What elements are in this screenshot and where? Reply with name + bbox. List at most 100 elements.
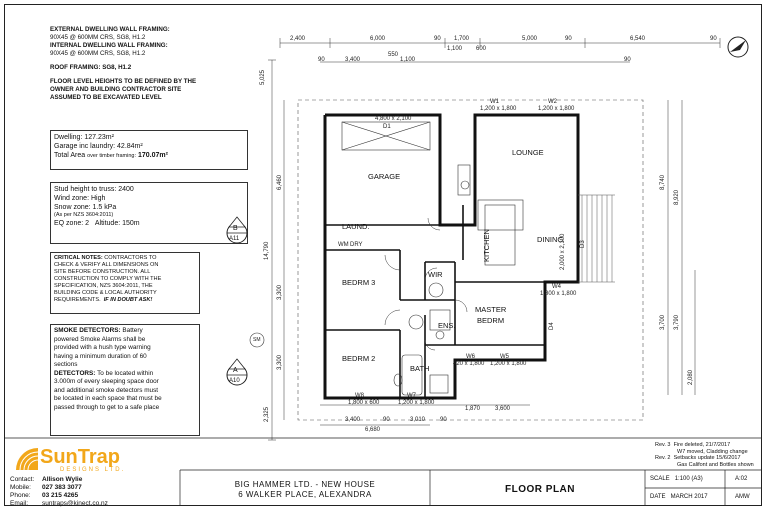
contact-label: Contact: [10,476,35,483]
suntrap-logo-icon [16,448,39,471]
roof-framing: ROOF FRAMING: SG8, H1.2 [50,64,132,71]
floor-note-3: ASSUMED TO BE EXCAVATED LEVEL [50,94,162,101]
critical-warning: IF IN DOUBT ASK! [103,297,153,303]
dim-top2-5: 600 [476,46,487,52]
revision-3: Rev. 3 Fire deleted, 21/7/2017 [655,442,760,449]
rev2-label: Rev. 2 [655,455,671,461]
door-d3-size: 2,000 x 2,100 [560,233,566,270]
rev3-text: Fire deleted, [673,442,705,448]
detectors-title: DETECTORS: [54,369,96,377]
door-swings [384,217,468,351]
project-info: BIG HAMMER LTD. - NEW HOUSE 6 WALKER PLA… [195,480,415,500]
phone-number: 03 215 4265 [42,492,79,499]
drawing-number: A:02 [735,476,748,482]
contact-name: Allison Wylie [42,476,83,483]
room-wir: WIR [428,270,443,279]
dim-top3-3: 90 [565,36,572,42]
floor-note-1: FLOOR LEVEL HEIGHTS TO BE DEFINED BY THE [50,78,197,85]
window-w8-size: 1,800 x 600 [348,400,380,406]
rev3-note: W7 moved, Cladding change [677,448,748,455]
structure-box: Stud height to truss: 2400 Wind zone: Hi… [50,182,248,244]
top-dimension-lines [268,38,721,441]
window-w1-size: 1,200 x 1,800 [480,106,517,112]
window-w4-label: W4 [552,284,561,290]
date-row: DATE MARCH 2017 [650,494,708,500]
detectors-text-5: passed through to get to a safe place [54,403,160,411]
area-summary-box: Dwelling: 127.23m² Garage inc laundry: 4… [50,130,248,170]
section-b-ref: A11 [229,236,240,242]
smoke-text-4: having a minimum duration of 60 [54,352,147,360]
dim-top-4: 5,000 [522,36,538,42]
room-bedroom-2: BEDRM 2 [342,354,376,363]
dim-bottom-1: 3,400 [345,417,361,423]
room-kitchen: KITCHEN [482,229,491,262]
dim-left-2: 6,460 [277,174,283,190]
dim-left-5: 3,300 [277,354,283,370]
room-ensuite: ENS. [438,321,456,330]
mobile-label: Mobile: [10,484,31,491]
mobile-row: Mobile:027 383 3077 [10,484,108,492]
dim-bottom-4: 90 [440,417,447,423]
room-bedroom-3: BEDRM 3 [342,278,376,287]
total-area-sub: over timber framing: [87,153,136,159]
section-marker-b-icon [226,216,248,244]
garage-area: Garage inc laundry: 42.84m² [54,143,143,150]
eq-zone: EQ zone: 2 [54,220,90,227]
section-a-label: A [233,367,238,374]
phone-row: Phone:03 215 4265 [10,492,108,500]
eq-zone-row: EQ zone: 2 Altitude: 150m [54,219,244,228]
critical-text-3: SITE BEFORE CONSTRUCTION. ALL [54,269,151,275]
room-bath: BATH [410,364,430,373]
garage-door-d1 [341,121,431,151]
window-w2-size: 1,200 x 1,800 [538,106,575,112]
window-w5-size: 1,200 x 1,800 [490,361,527,367]
dim-left-3: 14,790 [264,241,270,260]
critical-notes-box: CRITICAL NOTES: CONTRACTORS TO CHECK & V… [50,252,200,314]
drawing-sheet-border [4,4,762,506]
section-a-ref: A10 [229,378,240,384]
room-master-bedroom-2: BEDRM [477,316,505,325]
window-w1-label: W1 [490,99,499,105]
email-row: Email:suntraps@kinect.co.nz [10,500,108,508]
critical-text-5: SPECIFICATION, NZS 3604:2011, THE [54,283,153,289]
detectors-text-3: and additional smoke detectors must [54,386,159,394]
contact-row: Contact: Allison Wylie [10,476,108,484]
date-value: MARCH 2017 [670,494,708,500]
stud-height: Stud height to truss: 2400 [54,186,134,193]
door-d4-label: D4 [549,322,555,330]
wind-zone: Wind zone: High [54,195,106,202]
deck-boards [578,194,615,283]
window-w7-label: W7 [407,393,416,399]
dim-right-2: 8,920 [674,189,680,205]
detectors-line-1: DETECTORS: To be located within [54,370,196,379]
date-label: DATE [650,494,666,500]
rev2-date: 15/6/2017 [716,455,741,461]
smoke-text-2: powered Smoke Alarms shall be [54,335,146,343]
detectors-text-1: To be located within [97,369,154,377]
site-address: 6 WALKER PLACE, ALEXANDRA [238,490,372,499]
ext-framing-spec: 90X45 @ 600MM CRS, SG8, H1.2 [50,34,146,41]
total-area-value: 170.07m² [137,152,168,159]
total-area: Total Area over timber framing: 170.07m² [54,151,244,161]
dim-top-3: 1,700 [454,36,470,42]
dim-top2-2: 550 [388,52,399,58]
dim-right-1: 8,740 [660,174,666,190]
site-boundary [297,99,644,421]
int-framing-spec: 90X45 @ 600MM CRS, SG8, H1.2 [50,50,146,57]
section-marker-b: B A11 [225,215,249,245]
door-d3-label: D3 [580,240,586,248]
scale-label: SCALE [650,476,670,482]
interior-walls [325,148,545,398]
detectors-text-4: be located in each space that must be [54,395,162,402]
north-arrow-icon [727,36,749,58]
window-w6-size: 420 x 1,800 [453,361,485,367]
dim-right-5: 2,080 [688,369,694,385]
critical-text-2: CHECK & VERIFY ALL DIMENSIONS ON [54,262,159,268]
critical-line-7: REQUIREMENTS. IF IN DOUBT ASK! [54,297,196,304]
critical-title: CRITICAL NOTES: [54,255,103,261]
company-logo: SunTrap DESIGNS LTD. [40,447,125,473]
contact-block: Contact: Allison Wylie Mobile:027 383 307… [10,476,108,508]
critical-text-7: REQUIREMENTS. [54,297,101,303]
floor-note-2: OWNER AND BUILDING CONTRACTOR SITE [50,86,182,93]
